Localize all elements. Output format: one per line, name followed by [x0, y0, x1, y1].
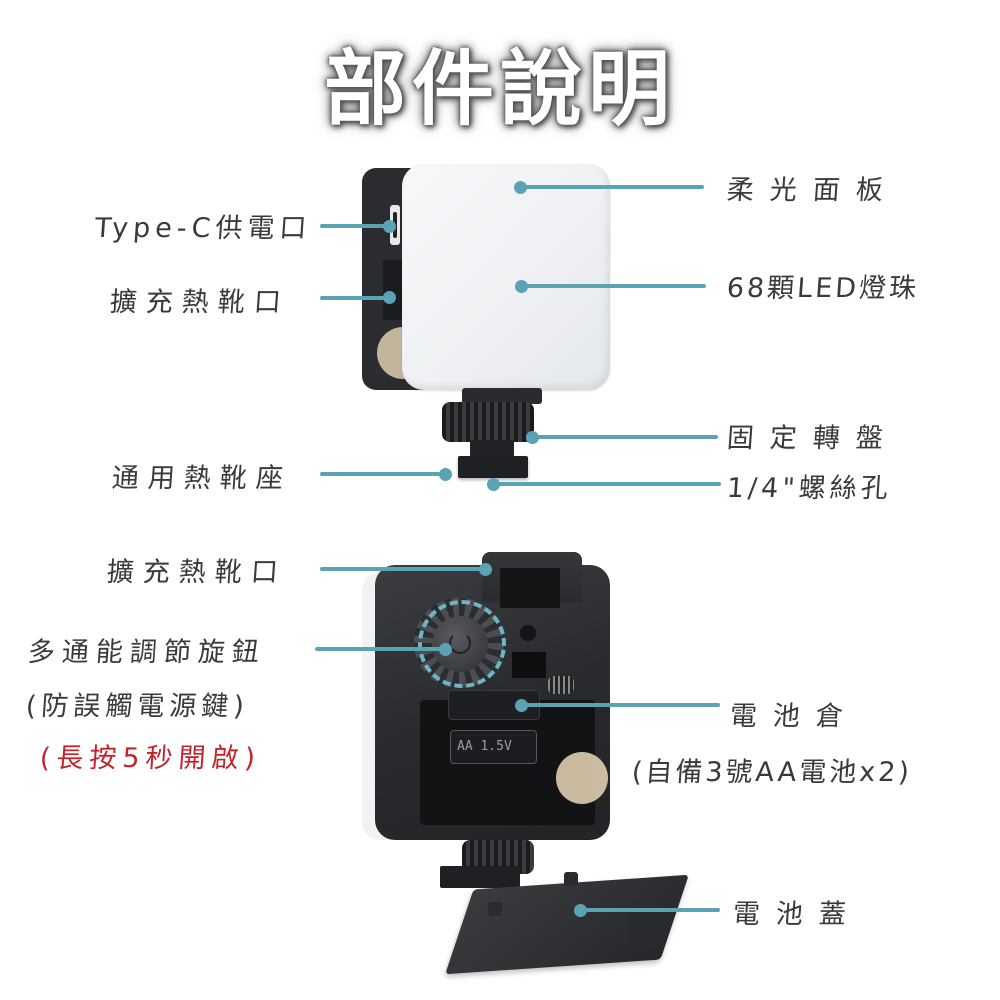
cover-tab	[488, 902, 502, 916]
label-locking-wheel: 固定轉盤	[725, 423, 900, 454]
locking-wheel	[442, 402, 534, 442]
watermark-sticker	[556, 752, 608, 804]
label-anti-mistouch: (防誤觸電源鍵)	[24, 691, 250, 722]
leader-dot-battery-cover	[574, 904, 587, 917]
leader-line-type-c	[320, 224, 388, 228]
label-top-hot-shoe: 擴充熱靴口	[105, 557, 288, 588]
hot-shoe-mount	[458, 456, 528, 478]
leader-dot-hot-shoe	[439, 468, 452, 481]
label-multi-function-dial: 多通能調節旋鈕	[26, 637, 267, 668]
leader-dot-type-c	[383, 220, 396, 233]
label-battery-cover: 電池蓋	[731, 899, 863, 930]
dial-highlight-dashed-circle	[418, 600, 506, 688]
label-diffuser-panel: 柔光面板	[725, 175, 900, 206]
leader-line-dial	[315, 647, 445, 651]
housing-screw	[520, 625, 536, 641]
label-led-beads: 68顆LED燈珠	[725, 273, 921, 304]
leader-dot-top-slot	[479, 563, 492, 576]
leader-line-battery-compartment	[520, 703, 720, 707]
leader-dot-side-slot	[383, 291, 396, 304]
label-long-press: (長按5秒開啟)	[38, 743, 263, 774]
leader-line-screw	[493, 482, 721, 486]
battery-spring	[548, 676, 574, 694]
back-hot-shoe-mount	[440, 866, 520, 888]
side-hot-shoe-slot	[383, 260, 403, 320]
leader-line-battery-cover	[580, 908, 720, 912]
leader-dot-battery-compartment	[515, 699, 528, 712]
label-side-hot-shoe: 擴充熱靴口	[108, 287, 291, 318]
leader-line-hot-shoe	[320, 472, 445, 476]
leader-line-diffuser	[520, 185, 704, 189]
label-battery-note: (自備3號AA電池x2)	[630, 757, 913, 788]
leader-dot-dial	[439, 643, 452, 656]
leader-line-side-slot	[320, 296, 388, 300]
leader-line-wheel	[532, 435, 718, 439]
mount-stem	[470, 440, 514, 458]
battery-slot-2: AA 1.5V	[450, 730, 537, 764]
diffuser-panel	[402, 164, 610, 390]
page-title: 部件說明	[323, 42, 676, 137]
leader-dot-wheel	[526, 431, 539, 444]
label-screw-hole: 1/4"螺絲孔	[725, 473, 893, 504]
label-hot-shoe-mount: 通用熱靴座	[110, 463, 293, 494]
leader-line-top-slot	[320, 567, 484, 571]
cover-tab	[564, 872, 578, 886]
label-battery-compartment: 電池倉	[728, 701, 860, 732]
mount-base	[462, 388, 542, 404]
leader-dot-led	[515, 280, 528, 293]
label-type-c-port: Type-C供電口	[93, 213, 313, 244]
leader-dot-diffuser	[514, 181, 527, 194]
top-slot-opening	[500, 568, 560, 608]
leader-line-led	[521, 284, 706, 288]
leader-dot-screw	[487, 478, 500, 491]
cover-clip	[628, 912, 658, 946]
housing-port	[512, 652, 546, 678]
